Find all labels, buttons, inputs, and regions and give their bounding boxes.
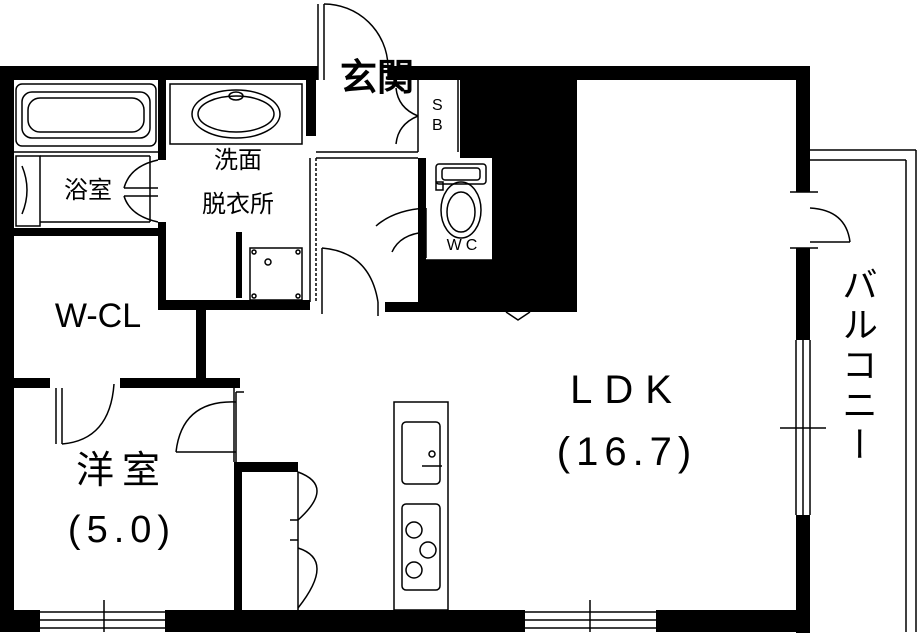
washbasin-icon bbox=[169, 83, 303, 145]
bathtub-icon bbox=[15, 83, 157, 147]
balcony-label: バルコニー bbox=[836, 266, 877, 466]
washing-machine-icon bbox=[249, 247, 303, 301]
wc-label: WC bbox=[446, 237, 482, 254]
ldk-size: (16.7) bbox=[556, 430, 698, 474]
western-room-label: 洋室 bbox=[75, 448, 169, 492]
ldk-label: LDK bbox=[570, 368, 684, 412]
outer-walls bbox=[0, 66, 810, 633]
shoebox-label: SB bbox=[432, 97, 443, 134]
balcony-outline bbox=[810, 149, 917, 632]
toilet-icon bbox=[435, 163, 487, 239]
washroom-label-line1: 洗面 bbox=[214, 146, 262, 174]
walkin-closet-label: W-CL bbox=[54, 297, 142, 335]
washroom-label-line2: 脱衣所 bbox=[202, 190, 274, 218]
closet-label: CL bbox=[515, 250, 557, 286]
interior-walls bbox=[14, 80, 418, 610]
kitchen-counter-icon bbox=[393, 401, 449, 611]
western-room-size: (5.0) bbox=[67, 509, 177, 551]
bathroom-label: 浴室 bbox=[64, 176, 112, 204]
pipe-space bbox=[418, 80, 577, 312]
genkan-label: 玄関 bbox=[340, 56, 414, 99]
